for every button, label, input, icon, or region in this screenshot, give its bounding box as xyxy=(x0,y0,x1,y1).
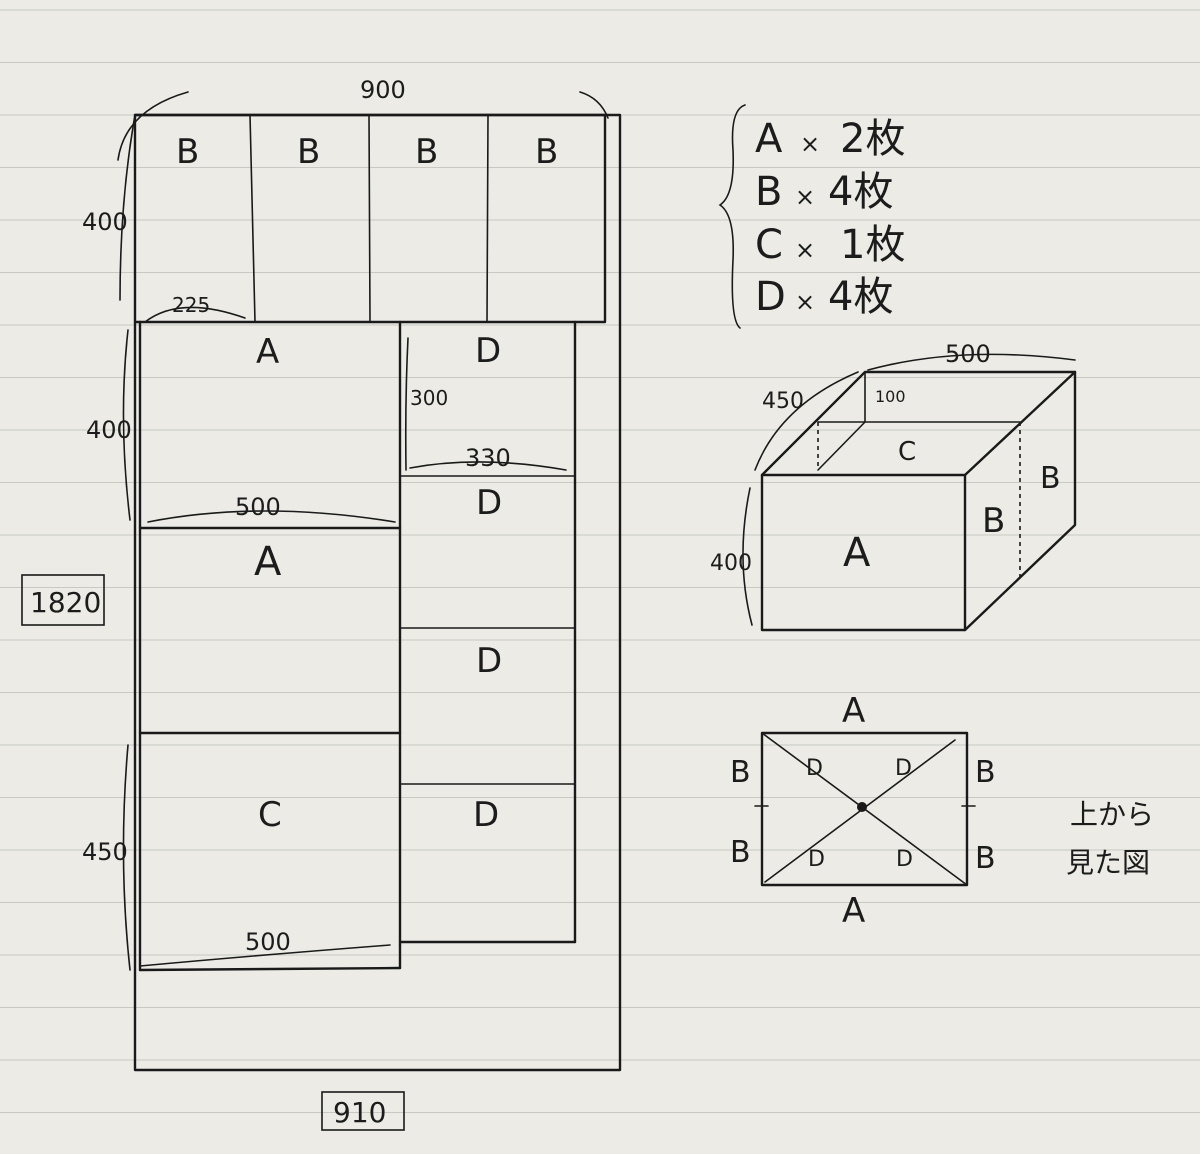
b-divider-2 xyxy=(368,114,371,323)
dim-400-top: 400 xyxy=(82,208,128,236)
parts-list: A × 2枚 B × 4枚 C × 1枚 D × 4枚 xyxy=(718,104,905,329)
box-dim-100: 100 xyxy=(875,387,906,406)
dim-arc-450 xyxy=(122,744,131,971)
part-b-count: 4枚 xyxy=(828,169,893,215)
piece-label-d3: D xyxy=(476,641,502,681)
box-dim-400: 400 xyxy=(710,551,752,576)
b-divider-1 xyxy=(249,114,256,323)
dim-900: 900 xyxy=(360,76,406,104)
part-c-times: × xyxy=(795,236,815,264)
b-divider-3 xyxy=(486,114,489,323)
box-dim-450: 450 xyxy=(762,389,804,414)
top-view-label-b-tl: B xyxy=(730,755,751,790)
dim-arc-500-c xyxy=(139,944,391,967)
dim-500-c: 500 xyxy=(245,928,291,956)
top-view-label-b-br: B xyxy=(975,841,996,876)
part-a-count: 2枚 xyxy=(840,116,905,162)
dim-400-mid: 400 xyxy=(86,416,132,444)
top-view-center-dot xyxy=(857,802,867,812)
ruled-lines xyxy=(0,9,1200,1113)
board-height-1820: 1820 xyxy=(30,586,101,619)
piece-label-c: C xyxy=(258,795,282,835)
box-dim-arc-400 xyxy=(742,487,753,626)
box-right-face xyxy=(963,370,1077,632)
cutting-layout: 900 400 400 450 225 300 330 500 500 B B … xyxy=(21,76,622,1131)
box-label-a: A xyxy=(843,530,871,576)
dim-arc-330 xyxy=(409,461,567,471)
piece-label-a1: A xyxy=(256,332,279,372)
top-view-outline xyxy=(760,731,969,887)
part-d-letter: D xyxy=(755,274,786,320)
piece-label-b2: B xyxy=(297,132,320,172)
part-b-letter: B xyxy=(755,169,782,215)
part-b-times: × xyxy=(795,183,815,211)
box-dim-500: 500 xyxy=(945,340,991,368)
piece-label-d1: D xyxy=(475,331,501,371)
piece-label-b3: B xyxy=(415,132,438,172)
part-d-times: × xyxy=(795,288,815,316)
top-view-label-d-tl: D xyxy=(806,756,823,781)
parts-list-brace xyxy=(718,104,746,329)
top-view-label-a-top: A xyxy=(842,691,865,731)
top-view-label-d-br: D xyxy=(896,847,913,872)
c-bottom-edge xyxy=(138,966,402,972)
piece-label-a2: A xyxy=(254,539,282,585)
top-view-caption-line1: 上から xyxy=(1070,798,1154,831)
part-d-count: 4枚 xyxy=(828,274,893,320)
dim-arc-400-top xyxy=(119,114,136,301)
board-width-910: 910 xyxy=(333,1096,386,1129)
box-label-b-back: B xyxy=(1040,461,1061,496)
box-dim-arc-500 xyxy=(867,353,1076,371)
part-a-letter: A xyxy=(755,116,783,162)
top-view-label-a-bottom: A xyxy=(842,891,865,931)
top-view: A A B B B B D D D D 上から 見た図 xyxy=(730,691,1154,931)
box-dim-arc-450 xyxy=(754,371,859,471)
piece-label-b1: B xyxy=(176,132,199,172)
box-label-b-front: B xyxy=(982,501,1005,541)
dim-arc-500-a xyxy=(147,510,396,523)
top-view-label-b-tr: B xyxy=(975,755,996,790)
dim-330: 330 xyxy=(465,444,511,472)
dim-arc-225 xyxy=(144,306,246,323)
dim-arc-300 xyxy=(404,337,409,471)
dim-450: 450 xyxy=(82,838,128,866)
board-outline xyxy=(133,113,622,1072)
box-top-face xyxy=(760,370,1077,477)
dim-500-a: 500 xyxy=(235,493,281,521)
box-910-frame xyxy=(321,1091,405,1131)
top-view-label-d-tr: D xyxy=(895,756,912,781)
top-view-caption-line2: 見た図 xyxy=(1066,846,1150,879)
box-3d-view: 500 450 100 400 C A B B xyxy=(710,340,1077,632)
dim-300: 300 xyxy=(410,386,448,410)
box-1820-frame xyxy=(21,574,105,626)
dim-arc-900-left xyxy=(117,91,189,161)
box-label-c: C xyxy=(898,437,916,467)
part-c-count: 1枚 xyxy=(840,222,905,268)
box-c-left-edge xyxy=(817,421,866,471)
dim-225: 225 xyxy=(172,293,210,317)
dim-arc-400-mid xyxy=(122,329,131,521)
dim-arc-900-right xyxy=(579,91,609,119)
piece-label-b4: B xyxy=(535,132,558,172)
part-c-letter: C xyxy=(755,222,783,268)
top-view-label-d-bl: D xyxy=(808,847,825,872)
part-a-times: × xyxy=(800,130,820,158)
top-view-label-b-bl: B xyxy=(730,835,751,870)
piece-label-d4: D xyxy=(473,795,499,835)
piece-label-d2: D xyxy=(476,483,502,523)
